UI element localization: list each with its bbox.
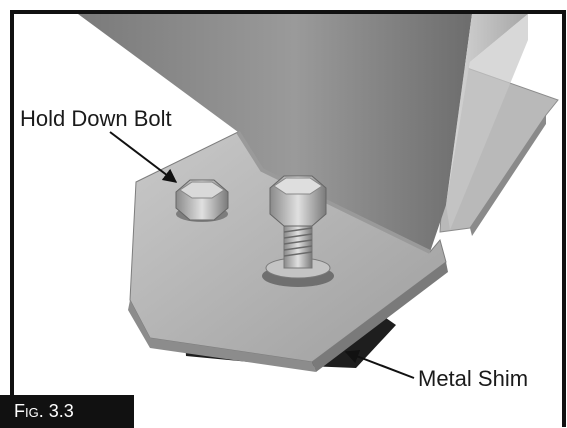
weld-bead — [236, 130, 431, 254]
figure-caption-tab: Fig. 3.3 — [0, 395, 134, 428]
metal-shim-arrow — [344, 349, 415, 379]
hold-down-bolt-label: Hold Down Bolt — [20, 106, 172, 131]
post-web — [78, 14, 472, 252]
post-flange — [446, 14, 528, 205]
base-plate-edge — [128, 300, 316, 372]
figure-caption: Fig. 3.3 — [14, 401, 74, 421]
hold-down-bolt-arrow — [109, 131, 178, 183]
metal-shim-label: Metal Shim — [418, 366, 529, 391]
left-hold-down-bolt — [175, 179, 229, 222]
post-flange-side — [446, 14, 528, 230]
base-plate-side-edge — [312, 262, 448, 372]
figure-frame — [10, 10, 566, 427]
right-hold-down-bolt — [262, 175, 334, 287]
rear-base-plate-edge — [470, 115, 546, 236]
